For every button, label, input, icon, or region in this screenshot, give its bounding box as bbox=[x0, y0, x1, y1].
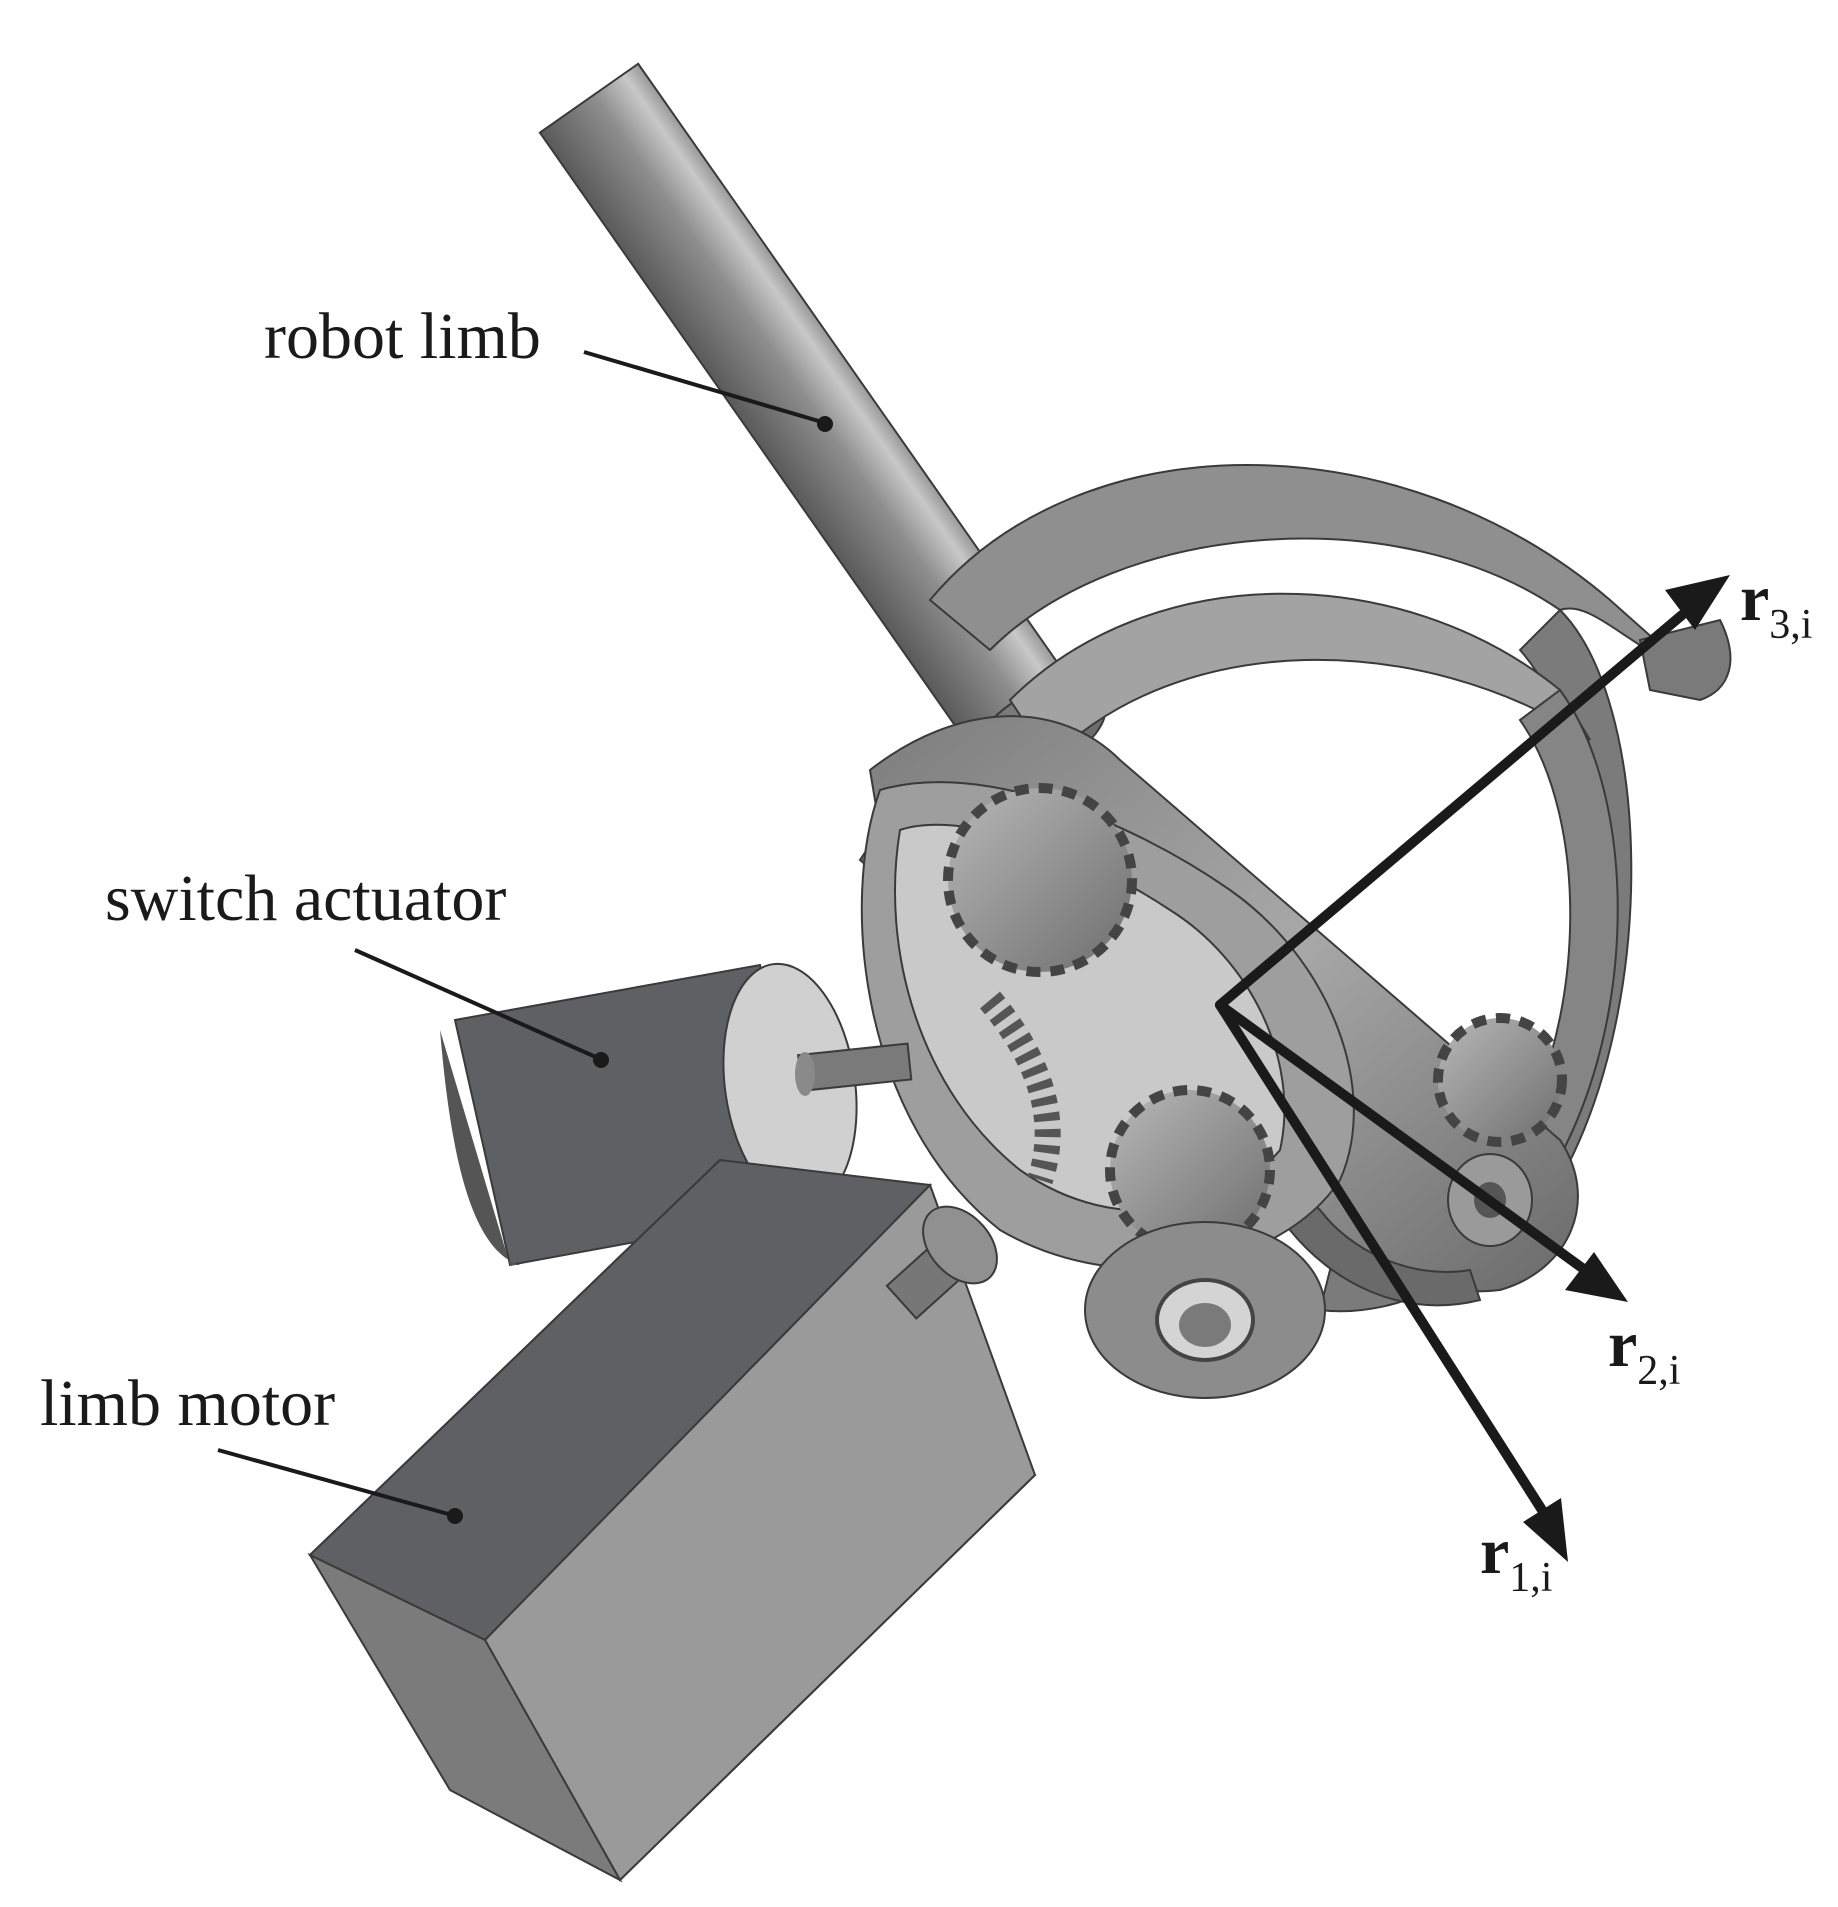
vector-r3 bbox=[1215, 610, 1687, 1010]
arrowhead-r3-icon bbox=[1665, 575, 1730, 630]
arrowhead-r2-icon bbox=[1565, 1252, 1628, 1302]
limb-motor bbox=[307, 1158, 1037, 1883]
arrowhead-r1-icon bbox=[1523, 1498, 1568, 1562]
callout-robot-limb: robot limb bbox=[264, 300, 541, 373]
callout-limb-motor: limb motor bbox=[40, 1367, 335, 1440]
label-r2: r2,i bbox=[1608, 1308, 1680, 1394]
axis-labels: r3,i r2,i r1,i bbox=[1480, 562, 1812, 1601]
axis-vectors bbox=[1215, 575, 1730, 1562]
label-r1: r1,i bbox=[1480, 1515, 1552, 1601]
callout-switch-actuator: switch actuator bbox=[105, 862, 506, 935]
vector-r2 bbox=[1215, 1000, 1590, 1275]
vector-r1 bbox=[1215, 1000, 1547, 1515]
label-r3: r3,i bbox=[1740, 562, 1812, 648]
gear-housing bbox=[860, 781, 1567, 1399]
callouts: robot limb switch actuator limb motor bbox=[40, 300, 833, 1524]
